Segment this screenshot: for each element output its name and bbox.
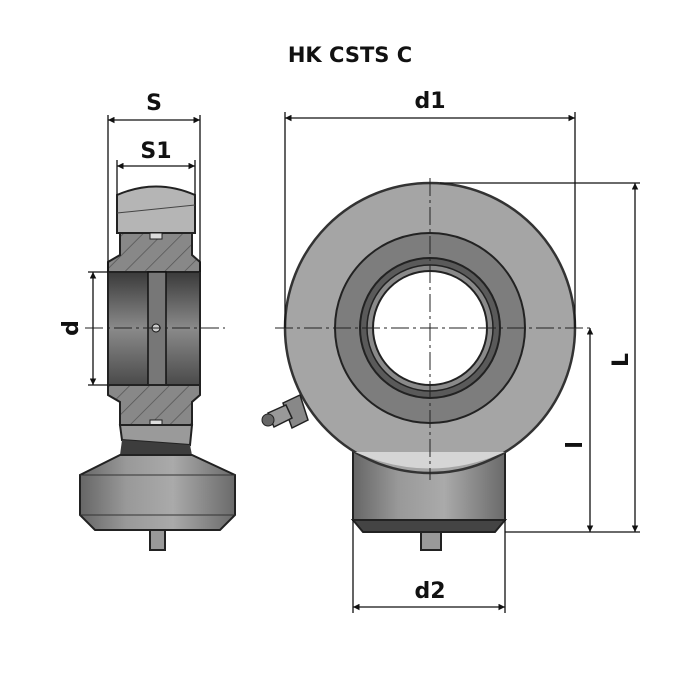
dim-label-l: l [563,441,588,449]
pin [420,531,442,551]
dim-label-d2: d2 [414,579,445,604]
top-cap [116,185,196,234]
dim-label-L: L [609,353,634,367]
dim-label-d: d [59,320,84,336]
dim-label-S1: S1 [140,139,171,164]
pin [149,529,166,551]
dim-label-S: S [146,91,162,116]
shank-flange [79,454,236,531]
front-view: d1 L l d2 [261,89,640,613]
side-view: S S1 d [59,91,236,551]
grease-nipple-icon [261,393,309,430]
drawing-title: HK CSTS C [288,43,412,67]
lower-section-hatch [107,384,201,426]
dim-label-d1: d1 [414,89,445,114]
